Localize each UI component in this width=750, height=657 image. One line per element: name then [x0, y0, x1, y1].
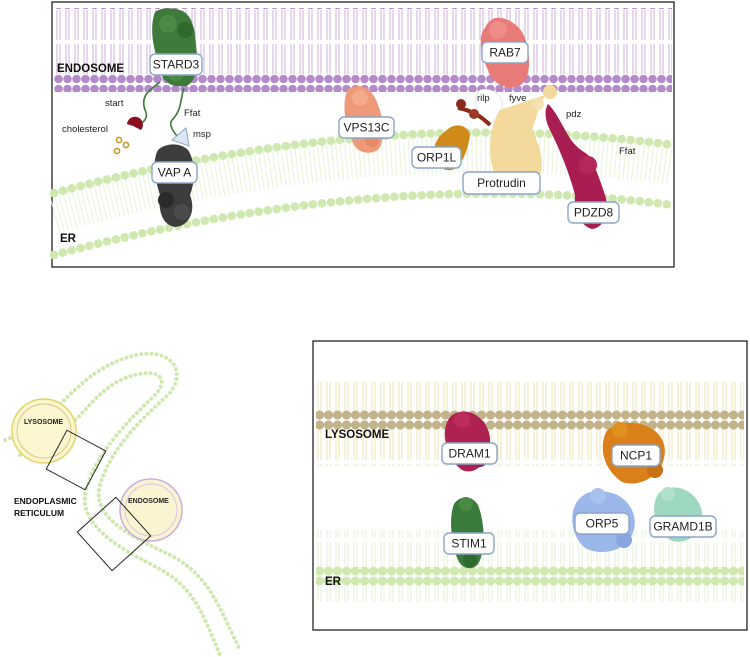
ffat-domain-label-2: Ffat — [619, 146, 636, 157]
svg-text:DRAM1: DRAM1 — [448, 447, 490, 461]
ffat-domain-label-1: Ffat — [184, 108, 201, 119]
cholesterol-icon — [113, 136, 130, 155]
svg-text:RAB7: RAB7 — [489, 46, 521, 60]
overview-schematic: LYSOSOME ENDOSOME ENDOPLASMIC RETICULUM — [3, 351, 242, 657]
svg-text:PDZD8: PDZD8 — [574, 206, 614, 220]
endosome-membrane — [54, 8, 672, 92]
orp1l-tag: ORP1L — [411, 146, 462, 169]
rab7-tag: RAB7 — [481, 41, 529, 64]
pdzd8-tag: PDZD8 — [567, 201, 620, 224]
svg-text:ORP5: ORP5 — [586, 517, 619, 531]
lysosome-label: LYSOSOME — [325, 429, 389, 441]
top-panel: ENDOSOME ER STARD3 start Ffat cholestero… — [48, 1, 677, 268]
endosome-label: ENDOSOME — [57, 63, 124, 75]
lysosome-membrane — [316, 382, 744, 466]
vapa-tag: VAP A — [151, 161, 198, 184]
svg-text:VAP A: VAP A — [158, 166, 192, 180]
svg-text:GRAMD1B: GRAMD1B — [653, 520, 712, 534]
svg-text:STIM1: STIM1 — [451, 537, 487, 551]
cholesterol-label: cholesterol — [62, 124, 108, 135]
lysosome-overview — [11, 398, 77, 464]
svg-text:VPS13C: VPS13C — [343, 121, 389, 135]
orp5-tag: ORP5 — [574, 512, 630, 535]
gramd1b-tag: GRAMD1B — [649, 515, 717, 538]
lysosome-overview-label: LYSOSOME — [24, 419, 63, 426]
stim1-tag: STIM1 — [443, 532, 495, 555]
protrudin-tag: Protrudin — [462, 171, 541, 195]
er-label-top: ER — [60, 233, 77, 245]
er-label-bottom: ER — [325, 576, 342, 588]
endosome-overview-label: ENDOSOME — [128, 498, 169, 505]
msp-domain-label: msp — [193, 129, 211, 140]
fyve-domain-label: fyve — [509, 93, 526, 104]
pdz-domain-label: pdz — [566, 109, 582, 120]
svg-text:Protrudin: Protrudin — [477, 176, 526, 190]
vps13c-tag: VPS13C — [338, 116, 395, 139]
endosome-zoom-box — [76, 496, 152, 572]
svg-text:STARD3: STARD3 — [153, 58, 200, 72]
lysosome-zoom-box — [45, 429, 107, 491]
er-overview-label-line2: RETICULUM — [14, 508, 64, 518]
dram1-tag: DRAM1 — [441, 442, 498, 465]
endosome-overview — [119, 478, 183, 542]
svg-text:NCP1: NCP1 — [620, 449, 652, 463]
ncp1-tag: NCP1 — [611, 444, 661, 467]
start-domain-label: start — [105, 98, 124, 109]
stard3-tag: STARD3 — [149, 53, 203, 76]
start-domain-icon — [127, 116, 143, 130]
rilp-domain-label: rilp — [477, 93, 490, 104]
protrudin-protein — [490, 85, 557, 188]
svg-text:ORP1L: ORP1L — [417, 151, 457, 165]
bottom-panel: LYSOSOME ER DRAM1 NCP1 — [312, 340, 748, 631]
er-overview-label-line1: ENDOPLASMIC — [14, 496, 77, 506]
er-membrane-bottom — [316, 530, 744, 602]
